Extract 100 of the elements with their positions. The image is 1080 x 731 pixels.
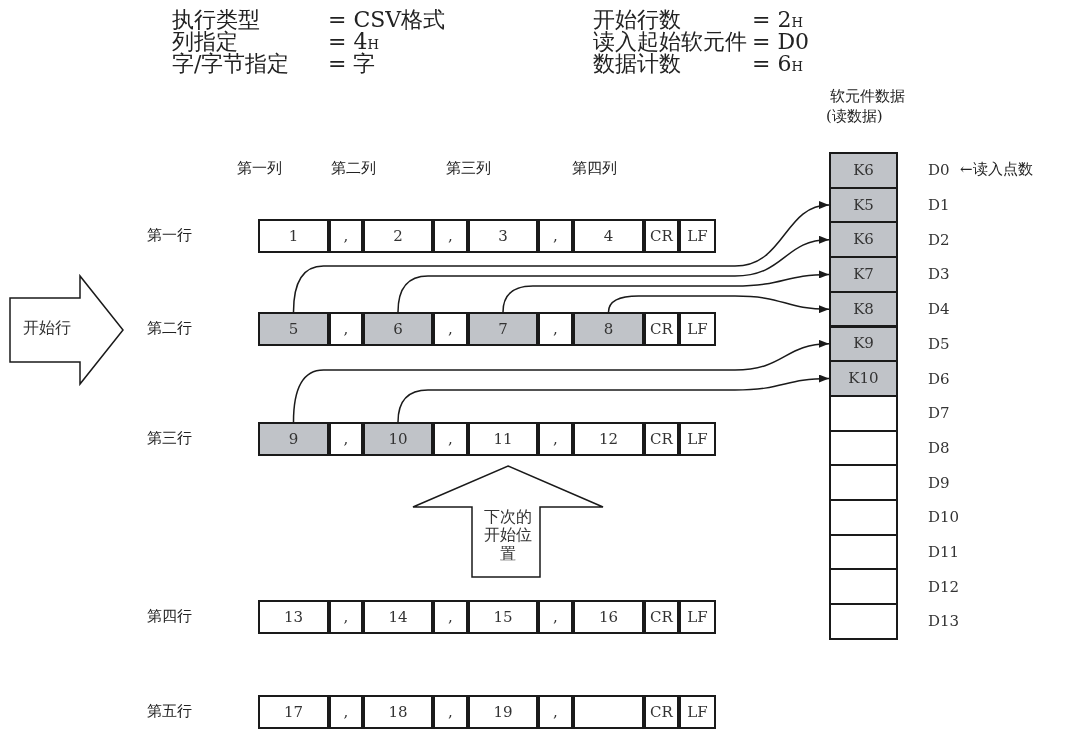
csv-data-cell	[433, 219, 468, 253]
cell-text: CR	[650, 704, 673, 720]
csv-data-cell	[433, 312, 468, 346]
cell-text: K9	[853, 336, 874, 352]
cell-text: ,	[448, 609, 453, 625]
diagram-text: 第一行	[147, 227, 192, 244]
diagram-text: 第二行	[147, 320, 192, 337]
csv-data-cell	[644, 422, 679, 456]
cell-text: LF	[687, 431, 708, 447]
cell-text: 1	[288, 228, 299, 244]
cell-text: ,	[553, 228, 558, 244]
csv-data-cell	[538, 219, 573, 253]
cell-text: ,	[448, 704, 453, 720]
cell-text: 8	[603, 321, 614, 337]
cell-text: 3	[498, 228, 508, 244]
csv-data-cell	[258, 600, 329, 634]
csv-data-cell	[644, 219, 679, 253]
cell-text: 15	[493, 609, 513, 625]
diagram-text: 第五行	[147, 703, 192, 720]
register-label: D4	[928, 300, 950, 319]
csv-data-cell	[573, 422, 644, 456]
cell-text: K8	[853, 301, 874, 317]
csv-data-cell	[679, 219, 716, 253]
cell-text: 2	[393, 228, 403, 244]
register-label: D5	[928, 334, 950, 353]
diagram-text: 读入起始软元件	[593, 30, 747, 54]
register-label: D2	[928, 230, 950, 249]
register-label: D3	[928, 265, 950, 284]
cell-text: K5	[853, 197, 874, 213]
cell-text: K6	[853, 232, 874, 248]
diagram-text: = D0	[752, 30, 810, 55]
cell-text: 11	[493, 431, 513, 447]
curved-arrow	[292, 340, 830, 423]
cell-text: 13	[283, 609, 304, 625]
register-label: D10	[928, 508, 960, 527]
csv-data-cell	[538, 422, 573, 456]
csv-data-cell	[468, 695, 538, 729]
cell-text: 19	[493, 704, 513, 720]
csv-data-cell	[679, 312, 716, 346]
curved-arrow	[397, 374, 830, 423]
register-label: D7	[928, 404, 950, 423]
csv-data-cell	[538, 695, 573, 729]
csv-data-cell	[573, 600, 644, 634]
cell-text: 9	[288, 431, 299, 447]
cell-text: 4	[603, 228, 614, 244]
csv-data-cell	[573, 312, 644, 346]
diagram-text: 第三行	[147, 430, 192, 447]
csv-data-cell	[329, 600, 363, 634]
register-label: D9	[928, 473, 950, 492]
register-label: D12	[928, 577, 960, 596]
csv-data-cell	[329, 422, 363, 456]
curved-arrow	[607, 295, 830, 313]
cell-text: 5	[288, 321, 299, 337]
register-label: D8	[928, 438, 950, 457]
csv-data-cell	[468, 312, 538, 346]
cell-text: 7	[498, 321, 508, 337]
register-label: D11	[928, 543, 960, 562]
cell-text: K10	[848, 371, 879, 387]
diagram-text: 字/字节指定	[172, 52, 290, 77]
diagram-text: 第二列	[331, 160, 376, 177]
diagram-text: 第三列	[446, 160, 491, 177]
cell-text: CR	[650, 609, 673, 625]
csv-data-cell	[329, 695, 363, 729]
cell-text: CR	[650, 321, 673, 337]
cell-text: CR	[650, 431, 673, 447]
cell-text: 10	[388, 431, 408, 447]
diagram-text: ←读入点数	[960, 161, 1033, 178]
cell-text: 6	[393, 321, 403, 337]
cell-text: 18	[388, 704, 408, 720]
curved-arrow	[502, 270, 830, 313]
diagram-text: 软元件数据	[830, 88, 905, 105]
csv-data-cell	[538, 600, 573, 634]
diagram-text: 数据计数	[593, 52, 681, 77]
cell-text: ,	[553, 321, 558, 337]
cell-text: LF	[687, 609, 708, 625]
diagram-text: 开始行数	[593, 8, 681, 32]
arrow-text: 下次的开始位置	[484, 508, 532, 564]
csv-data-cell	[679, 422, 716, 456]
cell-text: LF	[687, 228, 708, 244]
cell-text: 16	[598, 609, 619, 625]
cell-text: ,	[343, 609, 349, 625]
register-label: D0	[928, 161, 950, 180]
diagram-text: 第四行	[147, 608, 192, 625]
cell-text: LF	[687, 704, 708, 720]
diagram-text: 第一列	[237, 160, 282, 177]
csv-data-cell	[679, 695, 716, 729]
csv-data-cell	[679, 600, 716, 634]
csv-data-cell	[258, 312, 329, 346]
cell-text: CR	[650, 228, 673, 244]
curved-arrow	[292, 202, 830, 313]
cell-text: K6	[853, 162, 874, 178]
cell-text: ,	[343, 228, 349, 244]
cell-text: ,	[553, 704, 558, 720]
csv-data-cell	[363, 312, 433, 346]
diagram-text: = CSV格式	[328, 8, 446, 32]
csv-data-cell	[258, 219, 329, 253]
diagram-text: 第四列	[572, 160, 617, 177]
cell-text: ,	[448, 321, 453, 337]
register-label: D1	[928, 196, 950, 215]
csv-data-cell	[363, 600, 433, 634]
